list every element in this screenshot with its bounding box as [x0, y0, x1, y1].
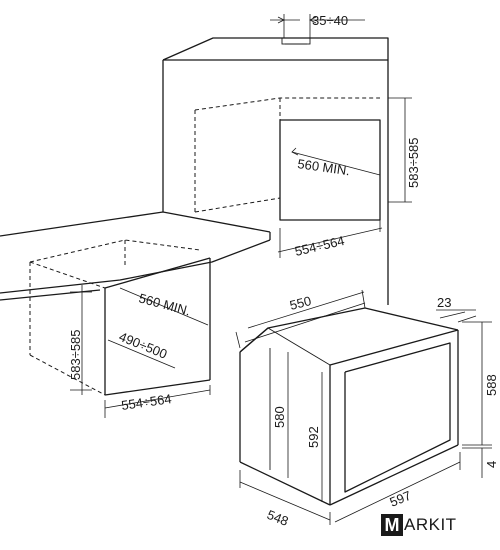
- upper-niche: [194, 97, 381, 221]
- logo-mark: M: [381, 514, 403, 536]
- label-lower-niche-depth: 560 MIN.: [137, 290, 192, 318]
- label-upper-niche-depth: 560 MIN.: [297, 156, 351, 178]
- label-upper-niche-height: 583÷585: [406, 137, 421, 188]
- dimension-lines: [70, 14, 492, 525]
- label-oven-door-thickness: 23: [437, 295, 451, 310]
- label-oven-inner-height: 580: [272, 406, 287, 428]
- label-upper-niche-width: 554÷564: [293, 233, 346, 259]
- label-lower-niche-height: 583÷585: [68, 329, 83, 380]
- column-cabinet: [162, 37, 389, 305]
- worktop: [0, 211, 271, 301]
- label-oven-bottom-gap: 4: [484, 461, 499, 468]
- label-oven-depth-bottom: 548: [265, 507, 291, 529]
- label-oven-body-height: 592: [306, 426, 321, 448]
- lower-niche: [29, 239, 211, 396]
- label-oven-height-right: 588: [484, 374, 499, 396]
- label-lower-niche-width: 554÷564: [120, 391, 172, 413]
- label-oven-depth-top: 550: [288, 293, 313, 313]
- logo-text: ARKIT: [404, 515, 457, 534]
- label-top-depth: 35÷40: [312, 13, 348, 28]
- oven-body: [239, 307, 459, 506]
- label-oven-width: 597: [388, 488, 414, 510]
- label-lower-niche-inner-depth: 490÷500: [117, 329, 169, 362]
